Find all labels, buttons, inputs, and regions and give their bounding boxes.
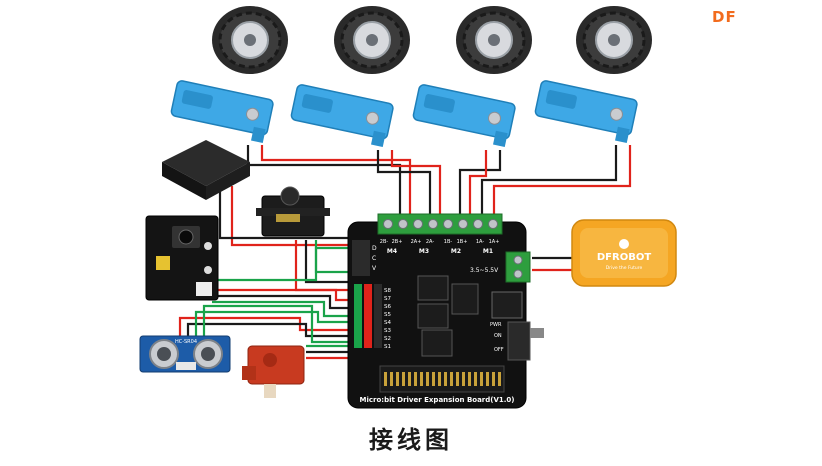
pwr-label: PWR: [490, 322, 502, 328]
wires: [178, 145, 632, 360]
motor-pin-label-3: 2A+: [411, 239, 422, 245]
motor-pin-label-5: 1B-: [444, 239, 453, 245]
board-title: Micro:bit Driver Expansion Board(V1.0): [360, 396, 515, 404]
ultrasonic-label: HC-SR04: [175, 339, 197, 345]
battery-brand: DFROBOT: [597, 252, 651, 263]
side-label-c: C: [372, 255, 376, 262]
wheel-2: [334, 6, 410, 74]
servo-label-s2: S2: [384, 336, 391, 342]
power-range-label: 3.5~5.5V: [470, 267, 499, 274]
ultrasonic-sensor: HC-SR04: [139, 335, 231, 373]
motor-pin-label-8: 1A+: [489, 239, 500, 245]
servo-label-s4: S4: [384, 320, 391, 326]
diagram-caption: 接线图: [369, 426, 453, 454]
driver-chips: [417, 275, 479, 357]
battery-pack: DFROBOT Drive the Future: [571, 219, 677, 287]
motor-group-m2: M2: [451, 248, 461, 255]
side-label-v: V: [372, 265, 377, 272]
gear-motor-2: [290, 84, 394, 147]
wheel-4: [576, 6, 652, 74]
gear-motor-3: [412, 84, 516, 147]
expansion-board: 2B- 2B+ 2A+ 2A- 1B- 1B+ 1A- 1A+ M4 M3 M2…: [347, 213, 544, 409]
servo-pin-header: [354, 284, 382, 348]
battery-tagline: Drive the Future: [606, 265, 643, 271]
servo-motor: [256, 186, 330, 237]
wheel-3: [456, 6, 532, 74]
camera-module: [145, 215, 219, 301]
switch-on-label: ON: [494, 333, 502, 339]
motor-pin-label-4: 2A-: [426, 239, 434, 245]
gear-motor-4: [534, 80, 638, 143]
motor-group-m4: M4: [387, 248, 397, 255]
servo-label-s7: S7: [384, 296, 391, 302]
switch-off-label: OFF: [494, 347, 504, 353]
motor-pin-label-2: 2B+: [392, 239, 403, 245]
red-gear-motor: [242, 345, 305, 398]
servo-label-s3: S3: [384, 328, 391, 334]
motor-group-m3: M3: [419, 248, 429, 255]
gear-motor-1: [170, 80, 274, 143]
motor-pin-label-6: 1B+: [457, 239, 468, 245]
mecanum-wheels: [212, 6, 652, 74]
servo-label-s8: S8: [384, 288, 391, 294]
wheel-1: [212, 6, 288, 74]
blue-gear-motors: [170, 80, 638, 147]
df-logo: DF: [712, 8, 737, 26]
servo-label-s5: S5: [384, 312, 391, 318]
battery-box: [162, 140, 250, 200]
motor-pin-label-7: 1A-: [476, 239, 484, 245]
servo-label-s6: S6: [384, 304, 391, 310]
side-label-d: D: [372, 245, 377, 252]
motor-group-m1: M1: [483, 248, 493, 255]
servo-label-s1: S1: [384, 344, 391, 350]
motor-pin-label-1: 2B-: [380, 239, 389, 245]
